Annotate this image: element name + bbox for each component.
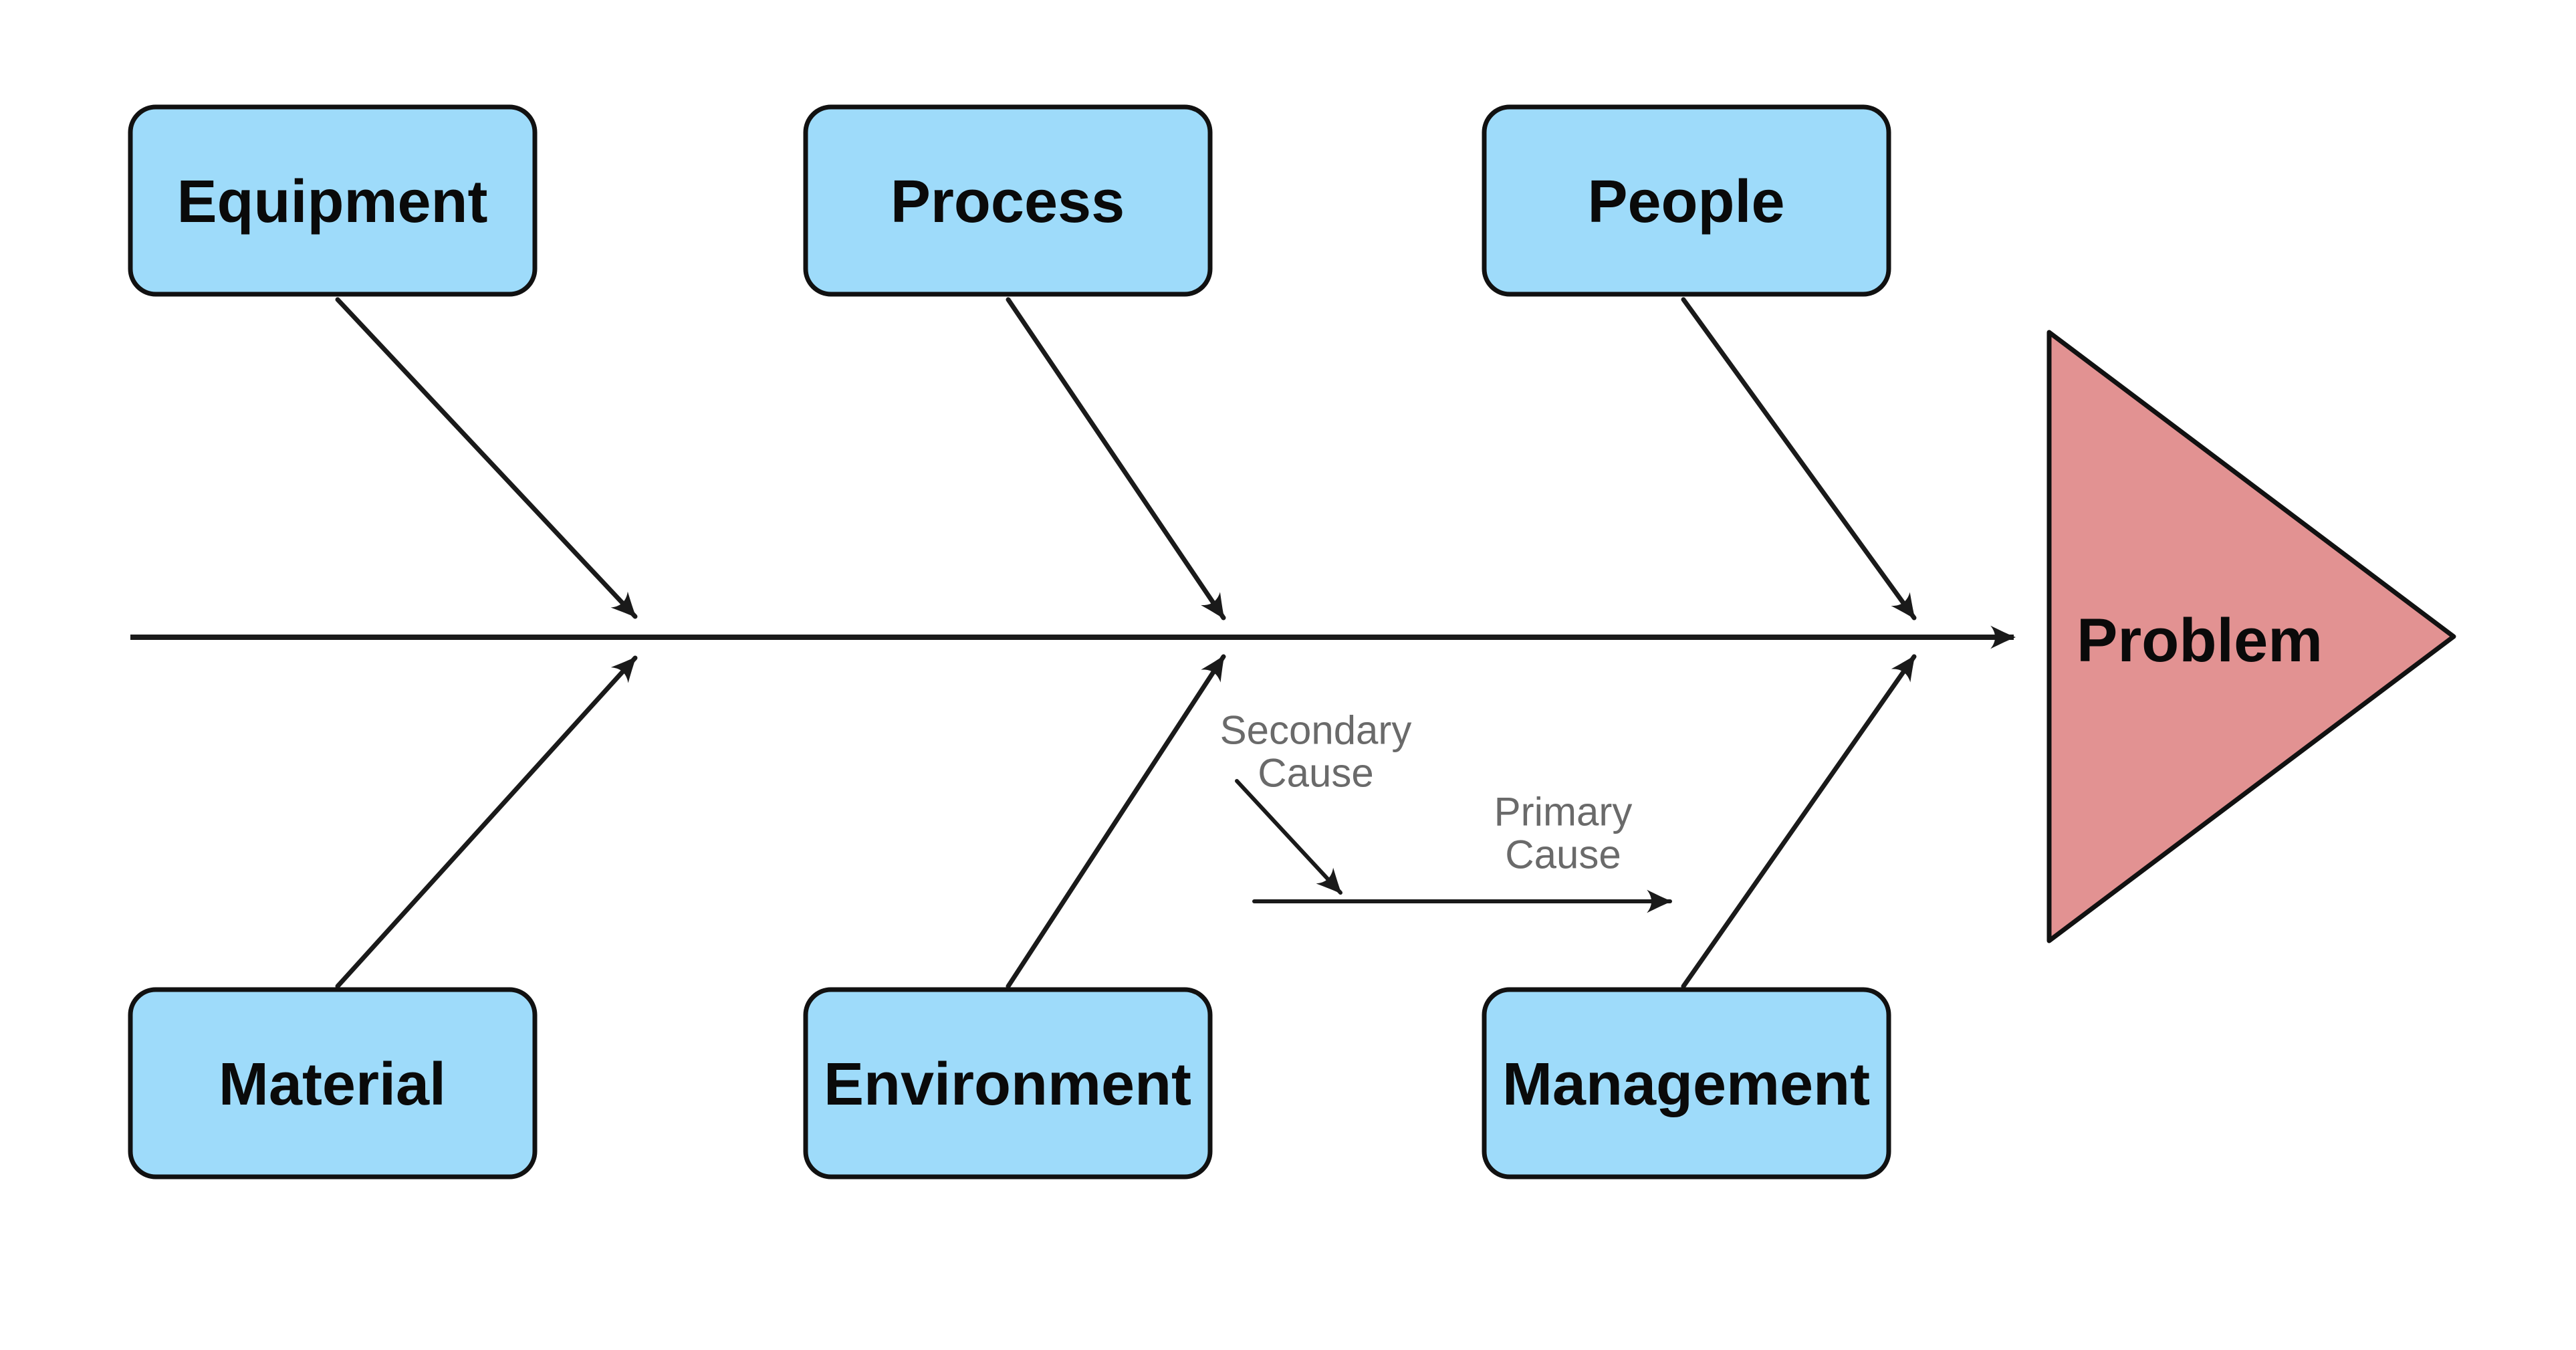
annotation-primary-cause: Primary Cause: [1494, 790, 1633, 877]
category-label-environment: Environment: [824, 1051, 1191, 1118]
category-node-people: People: [1482, 104, 1891, 297]
category-node-material: Material: [128, 987, 538, 1179]
bone-material: [335, 655, 638, 989]
category-label-equipment: Equipment: [177, 168, 488, 235]
bone-people: [1681, 297, 1917, 621]
annotation-secondary-cause: Secondary Cause: [1220, 708, 1412, 796]
category-label-people: People: [1587, 168, 1784, 235]
category-box-equipment: [128, 104, 538, 297]
category-node-equipment: Equipment: [128, 104, 538, 297]
category-box-people: [1482, 104, 1891, 297]
bone-equipment: [335, 297, 638, 619]
primary-cause-line1: Primary: [1494, 790, 1633, 834]
category-box-process: [803, 104, 1213, 297]
category-box-management: [1482, 987, 1891, 1179]
category-node-process: Process: [803, 104, 1213, 297]
category-label-process: Process: [891, 168, 1125, 235]
bone-management: [1681, 654, 1917, 989]
category-node-environment: Environment: [803, 987, 1213, 1179]
bone-environment: [1006, 654, 1226, 989]
category-box-environment: [803, 987, 1213, 1179]
problem-node: Problem: [2046, 330, 2456, 943]
primary-cause-line2: Cause: [1505, 832, 1621, 877]
secondary-cause-line1: Secondary: [1220, 708, 1412, 753]
category-label-management: Management: [1502, 1051, 1870, 1118]
category-node-management: Management: [1482, 987, 1891, 1179]
problem-label: Problem: [2077, 606, 2323, 675]
category-box-material: [128, 987, 538, 1179]
category-label-material: Material: [219, 1051, 446, 1118]
problem-triangle: [2046, 330, 2456, 943]
secondary-cause-arrow: [1235, 779, 1342, 895]
bone-process: [1006, 297, 1226, 621]
secondary-cause-line2: Cause: [1258, 751, 1373, 796]
